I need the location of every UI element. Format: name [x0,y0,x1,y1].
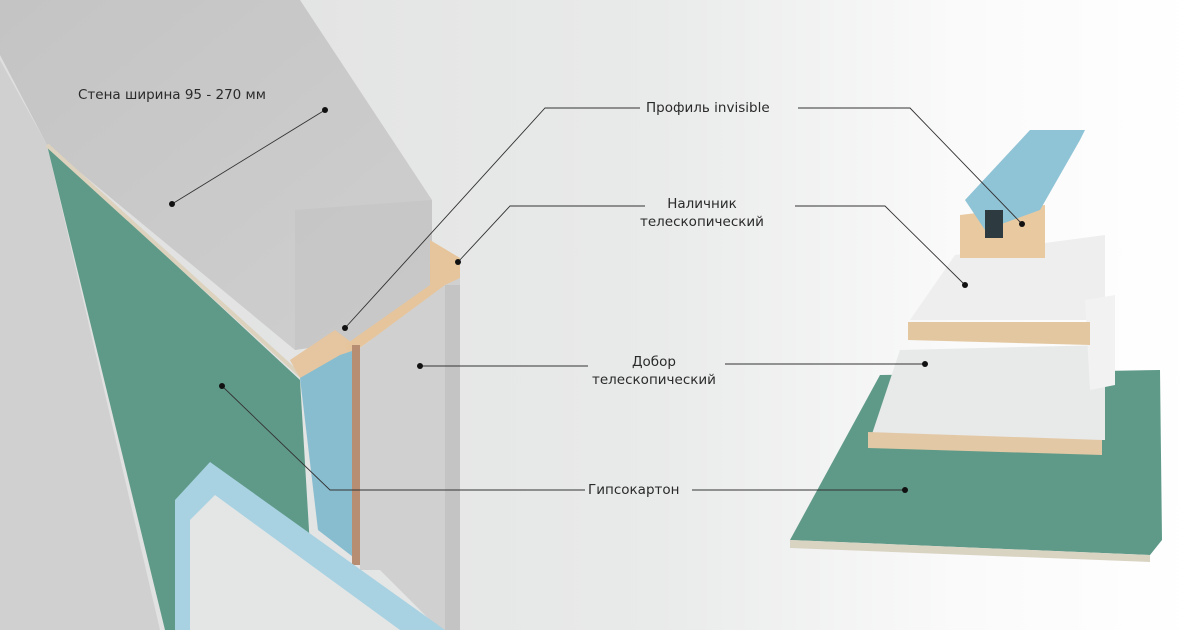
leader-dots [169,107,1025,493]
extension-sample-edge [868,432,1102,455]
extension-panel-edge [445,285,460,630]
label-casing-line1: Наличник [667,196,737,212]
profile-sample-slot [985,210,1003,238]
profile-sample [965,130,1085,230]
label-extension-line2: телескопический [592,372,716,388]
label-profile: Профиль invisible [646,100,770,116]
casing-sample [910,235,1105,320]
drywall-sample-edge [790,540,1150,562]
wall-side [0,60,160,630]
casing-sample-return [1085,295,1115,390]
casing-sample-edge [908,322,1090,345]
extension-sample [870,345,1105,440]
label-extension: Добор телескопический [592,353,716,389]
drywall-edge [45,143,302,377]
label-drywall: Гипсокартон [588,482,680,498]
profile-groove [352,345,360,565]
wood-insert [290,330,355,378]
door-leaf-face [190,495,400,630]
label-casing-line2: телескопический [640,214,764,230]
profile-strip [300,350,357,560]
wood-casing-edge [345,240,460,355]
label-casing: Наличник телескопический [640,195,764,231]
label-wall: Стена ширина 95 - 270 мм [78,87,266,103]
leader-lines [171,107,1023,491]
label-extension-line1: Добор [631,354,676,370]
